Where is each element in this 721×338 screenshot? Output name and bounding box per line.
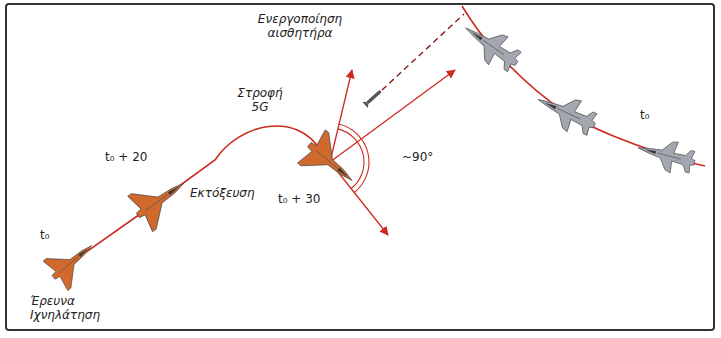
frame (6, 4, 714, 330)
annotation-label: Έρευνα Ιχνηλάτηση (30, 294, 130, 322)
annotation-label: t₀ (40, 228, 50, 242)
enemy-jet (531, 84, 602, 141)
missile (362, 88, 383, 108)
angle-arc (339, 124, 369, 193)
enemy-jet (634, 132, 699, 178)
enemy-track (462, 6, 705, 166)
missile-track (382, 14, 464, 90)
own-jet (41, 231, 104, 292)
annotation-label: Εκτόξευση (190, 186, 255, 200)
own-jet (295, 128, 366, 197)
annotation-label: Στροφή 5G (228, 86, 292, 114)
annotation-label: t₀ + 20 (105, 150, 147, 164)
annotation-label: t₀ (640, 108, 650, 122)
annotation-label: ~90° (402, 150, 433, 164)
annotation-label: t₀ + 30 (278, 192, 320, 206)
own-jet (125, 166, 195, 233)
enemy-jet (456, 14, 526, 77)
own-track (72, 126, 320, 262)
direction-arrow (330, 70, 455, 162)
annotation-label: Ενεργοποίηση αισθητήρα (240, 12, 360, 40)
